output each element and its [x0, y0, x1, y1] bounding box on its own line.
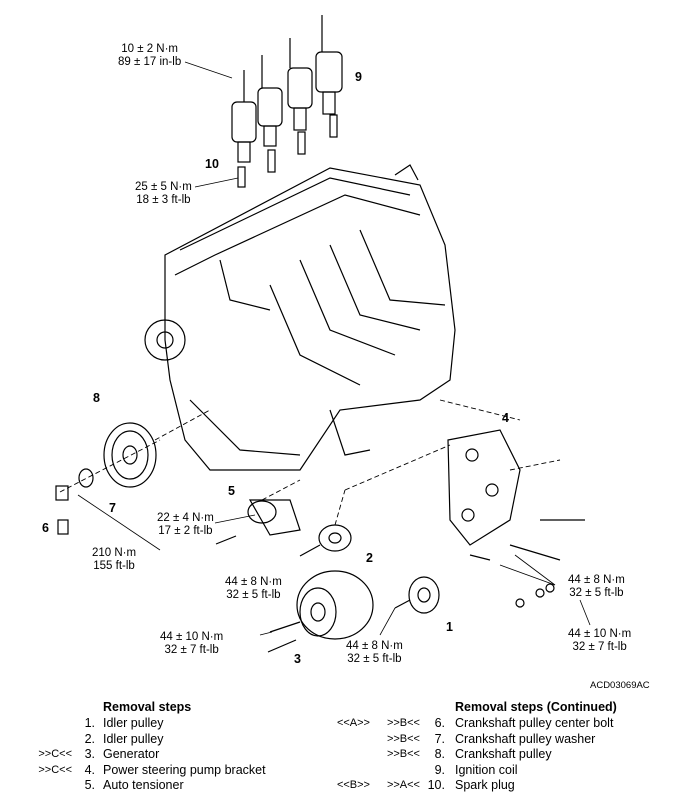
- removal-steps-left: Removal steps 1. Idler pulley 2. Idler p…: [0, 700, 330, 794]
- ignition-coil-set: [231, 15, 343, 163]
- engine-block: [144, 164, 456, 471]
- callout-9: 9: [355, 70, 362, 84]
- callout-8: 8: [93, 391, 100, 405]
- callout-2: 2: [366, 551, 373, 565]
- power-steering-bracket: [447, 429, 585, 608]
- list-item: >>C<< 4. Power steering pump bracket: [38, 762, 266, 777]
- list-item: >>B<< 7. Crankshaft pulley washer: [386, 731, 596, 746]
- auto-tensioner: [215, 499, 301, 545]
- callout-6: 6: [42, 521, 49, 535]
- removal-steps-header: Removal steps: [103, 700, 192, 714]
- figure-code: ACD03069AC: [590, 680, 650, 691]
- callout-7: 7: [109, 501, 116, 515]
- list-item: 9. Ignition coil: [434, 762, 518, 777]
- callout-3: 3: [294, 652, 301, 666]
- list-item: >>B<< 8. Crankshaft pulley: [386, 747, 552, 761]
- list-item: 5. Auto tensioner: [84, 778, 184, 792]
- callout-5: 5: [228, 484, 235, 498]
- leader-lines: [77, 61, 591, 636]
- engine-exploded-diagram: [55, 15, 591, 653]
- callout-4: 4: [502, 411, 509, 425]
- assembly-guide-lines: [59, 399, 561, 526]
- callout-1: 1: [446, 620, 453, 634]
- list-item: <<B>> >>A<< 10. Spark plug: [336, 778, 515, 792]
- idler-pulley-upper: [299, 524, 352, 557]
- idler-pulley-lower: [394, 576, 440, 614]
- list-item: 2. Idler pulley: [84, 731, 164, 746]
- list-item: 1. Idler pulley: [84, 716, 164, 730]
- list-item: >>C<< 3. Generator: [38, 747, 160, 761]
- crankshaft-pulley: [55, 422, 157, 535]
- spark-plugs: [237, 114, 338, 188]
- removal-steps-continued-header: Removal steps (Continued): [455, 700, 617, 714]
- callout-10: 10: [205, 157, 219, 171]
- removal-steps-right: Removal steps (Continued) <<A>> >>B<< 6.…: [325, 700, 685, 794]
- generator: [267, 570, 374, 653]
- list-item: <<A>> >>B<< 6. Crankshaft pulley center …: [336, 716, 614, 730]
